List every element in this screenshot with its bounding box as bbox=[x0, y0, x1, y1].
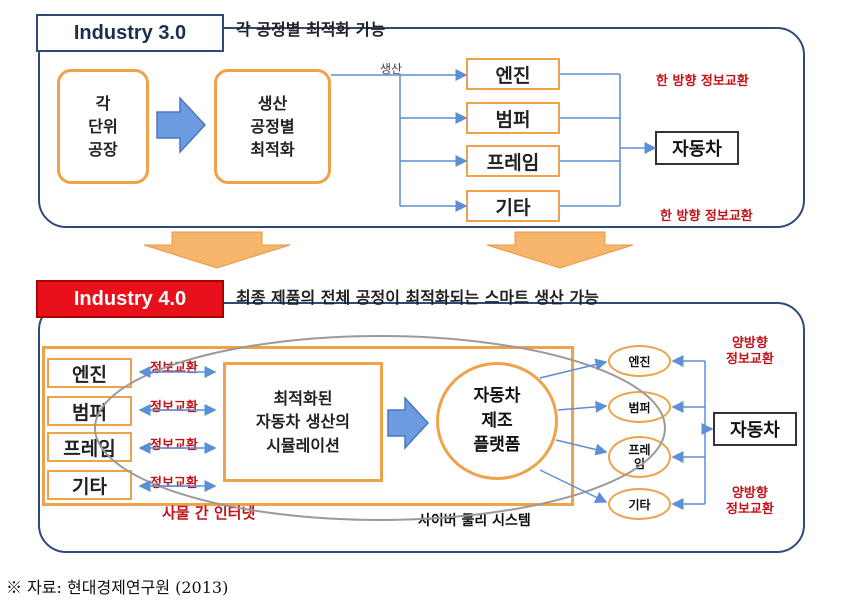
part-frame-box: 프레임 bbox=[466, 145, 560, 177]
ellipse-bumper: 범퍼 bbox=[608, 391, 671, 423]
down-arrow-right bbox=[486, 231, 634, 269]
industry40-title: Industry 4.0 bbox=[36, 280, 224, 318]
oneway-label-bottom: 한 방향 정보교환 bbox=[660, 209, 753, 224]
production-label: 생산 bbox=[380, 62, 403, 76]
bidir-label-bottom: 양방향 정보교환 bbox=[726, 486, 774, 518]
source-note: ※ 자료: 현대경제연구원 (2013) bbox=[6, 578, 229, 597]
car-box-30: 자동차 bbox=[655, 131, 739, 165]
down-arrow-left bbox=[143, 231, 291, 269]
ellipse-engine: 엔진 bbox=[608, 345, 671, 377]
process-optimization-box: 생산 공정별 최적화 bbox=[214, 69, 331, 184]
part-etc-box: 기타 bbox=[466, 190, 560, 222]
bidir-label-top: 양방향 정보교환 bbox=[726, 336, 774, 368]
platform-circle: 자동차 제조 플랫폼 bbox=[436, 362, 558, 480]
industry30-title: Industry 3.0 bbox=[36, 14, 224, 52]
arrow-unit-to-process bbox=[156, 96, 207, 154]
part40-frame-box: 프레임 bbox=[47, 432, 132, 462]
cps-ellipse bbox=[94, 335, 666, 521]
arrow-sim-to-platform bbox=[387, 396, 430, 450]
industry40-caption: 최종 제품의 전체 공정이 최적화되는 스마트 생산 가능 bbox=[236, 288, 599, 307]
part-bumper-box: 범퍼 bbox=[466, 102, 560, 134]
part-engine-box: 엔진 bbox=[466, 58, 560, 90]
car-box-40: 자동차 bbox=[713, 412, 797, 446]
industry30-caption: 각 공정별 최적화 가능 bbox=[236, 20, 386, 39]
oneway-label-top: 한 방향 정보교환 bbox=[656, 74, 749, 89]
iot-label: 사물 간 인터넷 bbox=[162, 504, 256, 522]
unit-factory-box: 각 단위 공장 bbox=[57, 69, 149, 184]
part40-etc-box: 기타 bbox=[47, 470, 132, 500]
simulation-box: 최적화된 자동차 생산의 시뮬레이션 bbox=[223, 362, 383, 482]
part40-bumper-box: 범퍼 bbox=[47, 396, 132, 426]
part40-engine-box: 엔진 bbox=[47, 358, 132, 388]
ellipse-frame: 프레 임 bbox=[608, 436, 671, 478]
iot-frame bbox=[42, 346, 574, 506]
ellipse-etc: 기타 bbox=[608, 488, 671, 520]
